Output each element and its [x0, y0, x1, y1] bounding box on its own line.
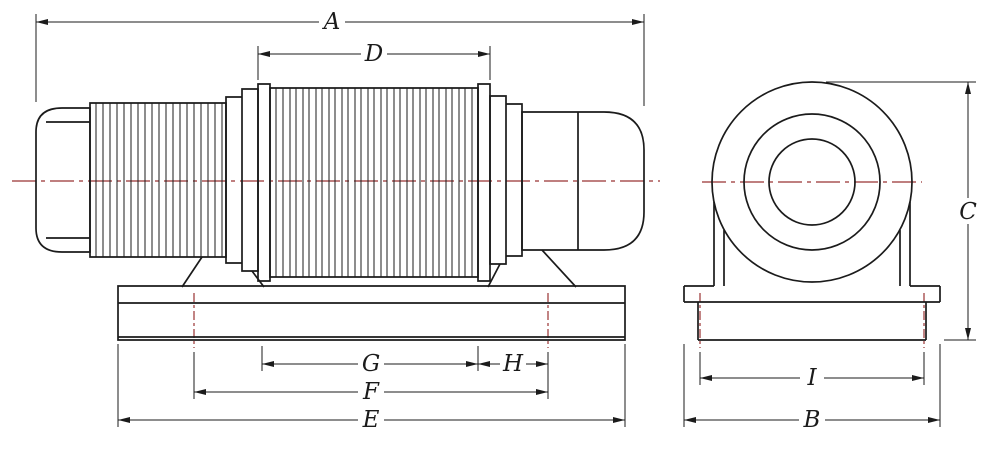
bearing-plates: [489, 95, 523, 265]
dimension-label-f: F: [362, 379, 380, 405]
dimension-label-b: B: [803, 407, 821, 433]
extension-lines-c: [826, 81, 976, 341]
dimension-label-c: C: [959, 199, 977, 225]
extension-lines-e: [117, 344, 626, 427]
label-mask: [319, 9, 345, 33]
dimension-label-i: I: [806, 365, 817, 391]
dimension-labels-group: A D G H F E C I B: [319, 9, 981, 433]
label-mask: [799, 407, 825, 431]
label-mask: [500, 351, 526, 375]
extension-lines-b: [683, 344, 941, 427]
dimension-label-a: A: [322, 9, 341, 35]
label-mask: [358, 379, 384, 403]
drum-face-inner-circle: [768, 138, 856, 226]
drum-barrel-outline: [269, 87, 479, 278]
dimension-label-d: D: [364, 41, 383, 67]
drum-face-outer-circle: [711, 81, 913, 283]
label-mask: [800, 365, 824, 389]
label-mask: [361, 41, 387, 65]
motor-cooling-fins: [95, 103, 223, 257]
coupling-flange-blocks: [225, 88, 259, 272]
label-mask: [955, 198, 981, 224]
drum-cable-coils: [275, 88, 473, 277]
dimension-label-g: G: [362, 351, 380, 377]
pedestal-right: [487, 249, 577, 288]
side-view-group: [35, 83, 645, 341]
dimension-label-h: H: [502, 351, 524, 377]
dimension-label-e: E: [362, 407, 380, 433]
base-frame-side-view: [117, 285, 626, 341]
end-view-group: [683, 81, 941, 341]
centerlines-group: [12, 180, 925, 348]
end-view-base: [683, 285, 941, 341]
pedestal-left: [181, 256, 265, 288]
label-mask: [358, 407, 384, 431]
label-mask: [358, 351, 384, 375]
brake-housing: [521, 111, 645, 251]
motor-end-cap: [35, 107, 91, 253]
drum-face-middle-circle: [743, 113, 881, 251]
end-view-pedestal: [713, 202, 911, 286]
extension-lines-a: [35, 14, 645, 106]
